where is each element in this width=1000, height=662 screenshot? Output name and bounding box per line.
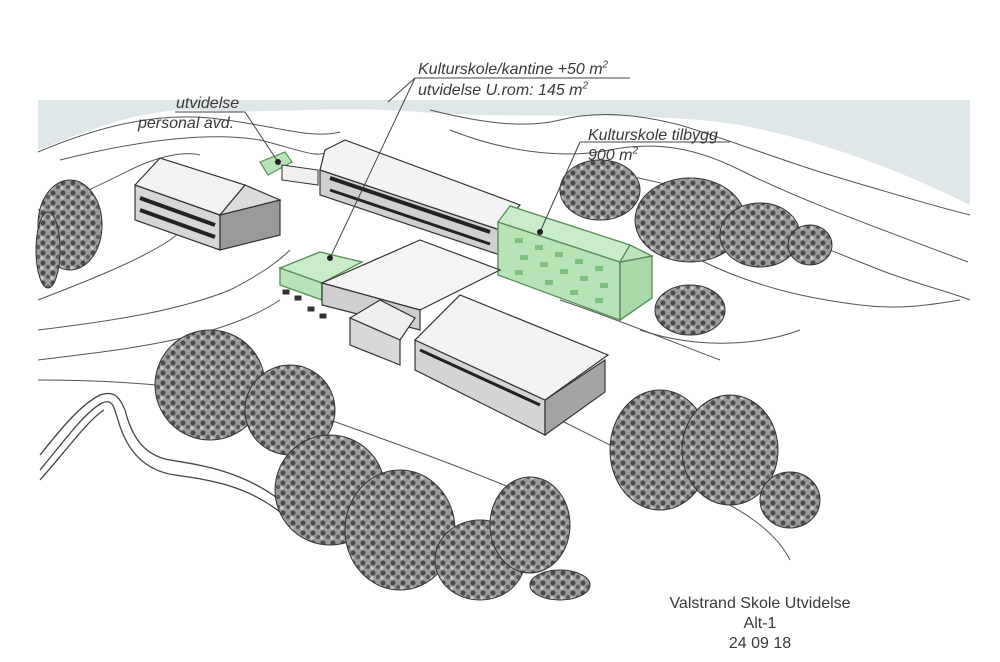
building-left [133, 157, 282, 251]
tree-group-bottom-right [609, 389, 821, 529]
label-kulturskole-kantine: Kulturskole/kantine +50 m2 [418, 60, 608, 79]
building-lower-right [413, 294, 610, 437]
caption-alt: Alt-1 [743, 615, 777, 632]
label-kantine-line1-sup: 2 [602, 59, 609, 71]
extension-kulturskole-tilbygg [496, 205, 655, 322]
label-personal-line1: utvidelse [176, 95, 240, 112]
caption-date: 24 09 18 [728, 635, 792, 652]
caption-title: Valstrand Skole Utvidelse [669, 595, 851, 612]
label-personal-line2-wrap: personal avd. [138, 114, 234, 133]
bike-racks [282, 289, 327, 319]
label-personal-line2: personal avd. [138, 115, 235, 132]
annotation-dots [275, 159, 543, 261]
tree-group-left [35, 179, 103, 289]
annotation-leaders [175, 77, 730, 259]
label-tilbygg-line2-sup: 2 [632, 145, 639, 157]
tree-group-bottom-center [154, 329, 591, 601]
label-utvidelse-personal: utvidelse [176, 94, 239, 113]
label-kantine-line2: utvidelse U.rom: 145 m [418, 82, 583, 99]
curved-road [39, 392, 281, 513]
sea-area [38, 100, 970, 205]
label-kantine-line1: Kulturskole/kantine +50 m [418, 61, 603, 78]
drawing-caption: Valstrand Skole Utvidelse Alt-1 24 09 18 [640, 594, 880, 654]
label-tilbygg-line1: Kulturskole tilbygg [588, 127, 718, 144]
tree-group-right [559, 159, 833, 336]
terrain-contours [37, 109, 971, 561]
label-kantine-line2-sup: 2 [582, 80, 589, 92]
extension-personal [259, 151, 319, 186]
building-central [320, 239, 502, 366]
label-tilbygg-line2: 900 m [588, 147, 633, 164]
label-utvidelse-urom: utvidelse U.rom: 145 m2 [418, 81, 588, 100]
building-main-long [319, 139, 521, 256]
label-kulturskole-tilbygg: Kulturskole tilbygg [588, 126, 718, 145]
label-tilbygg-area: 900 m2 [588, 146, 638, 165]
